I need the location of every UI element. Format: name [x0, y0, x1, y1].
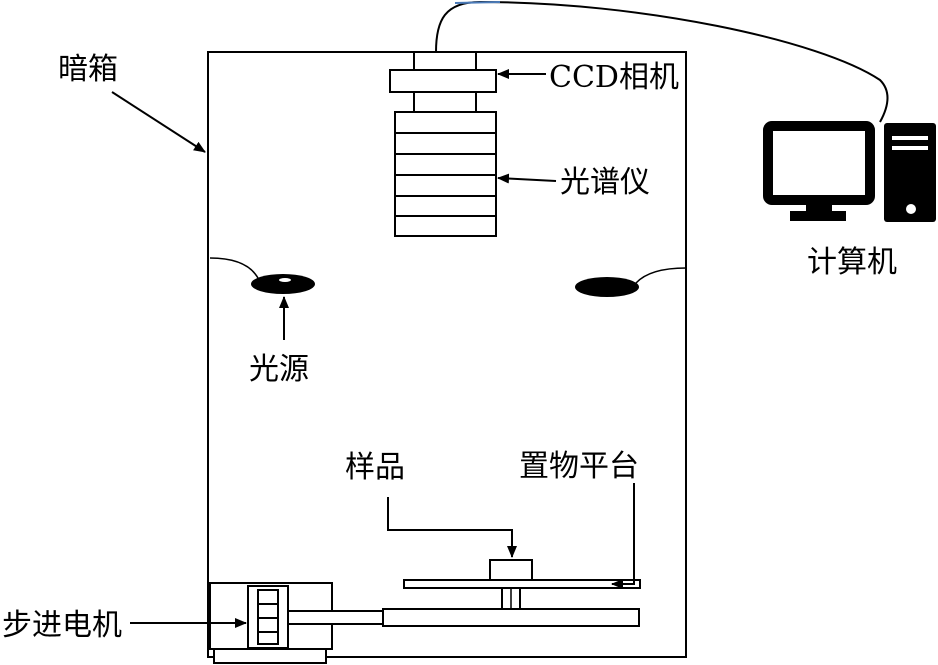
label-dark-box: 暗箱: [58, 52, 118, 87]
data-cable: [435, 0, 889, 123]
stepper-motor: [209, 582, 384, 664]
arrow-platform: [611, 483, 635, 589]
label-platform: 置物平台: [519, 449, 639, 484]
arrow-dark-box: [111, 91, 206, 153]
arrow-sample: [387, 497, 517, 558]
label-stepper-motor: 步进电机: [2, 608, 122, 643]
sample: [489, 559, 533, 581]
label-sample: 样品: [345, 450, 405, 485]
label-ccd-camera: CCD相机: [549, 60, 679, 95]
light-source-right: [575, 267, 687, 297]
platform-plate: [403, 579, 641, 589]
ccd-camera: [389, 51, 497, 113]
arrow-spectrometer: [497, 173, 557, 184]
label-spectrometer: 光谱仪: [560, 165, 650, 200]
linear-rail: [382, 608, 640, 627]
light-source-left: [209, 257, 315, 294]
desktop-computer-icon: [763, 121, 936, 222]
label-light-source: 光源: [249, 352, 309, 387]
spectrometer: [394, 111, 497, 237]
data-cable-tint: [454, 1, 501, 4]
label-computer: 计算机: [807, 245, 897, 280]
